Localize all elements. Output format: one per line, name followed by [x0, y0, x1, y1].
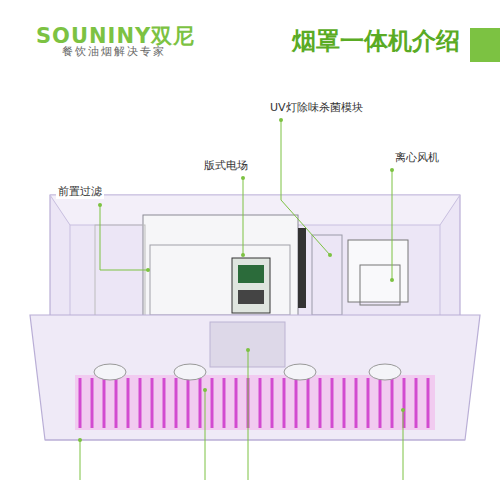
callout-label: 前置过滤: [56, 186, 104, 199]
centrifugal-fan: [348, 240, 408, 302]
circuit-board: [238, 290, 264, 304]
baffle-filter: [75, 375, 435, 430]
uv-panel: [298, 228, 306, 308]
page-title: 烟罩一体机介绍: [292, 28, 460, 56]
lower-hood: [30, 315, 480, 440]
corner-block: [470, 28, 500, 62]
hood-edge: [45, 440, 465, 441]
uv-frame: [312, 235, 342, 315]
circuit-board: [238, 265, 264, 283]
brand-logo: SOUNINY双尼: [36, 24, 195, 48]
baffle-blades: [80, 378, 428, 428]
pre-filter: [95, 225, 145, 320]
field-box-inner: [150, 245, 290, 315]
callout-label: 版式电场: [202, 160, 250, 173]
callout-label: UV灯除味杀菌模块: [268, 102, 365, 115]
field-box: [143, 215, 298, 323]
power-module: [232, 258, 270, 313]
fan-housing: [360, 265, 400, 305]
leader-dots: [78, 118, 405, 442]
callout-label: 离心风机: [393, 152, 441, 165]
leader-lines: [80, 120, 403, 480]
brand-slogan: 餐饮油烟解决专家: [62, 46, 166, 59]
